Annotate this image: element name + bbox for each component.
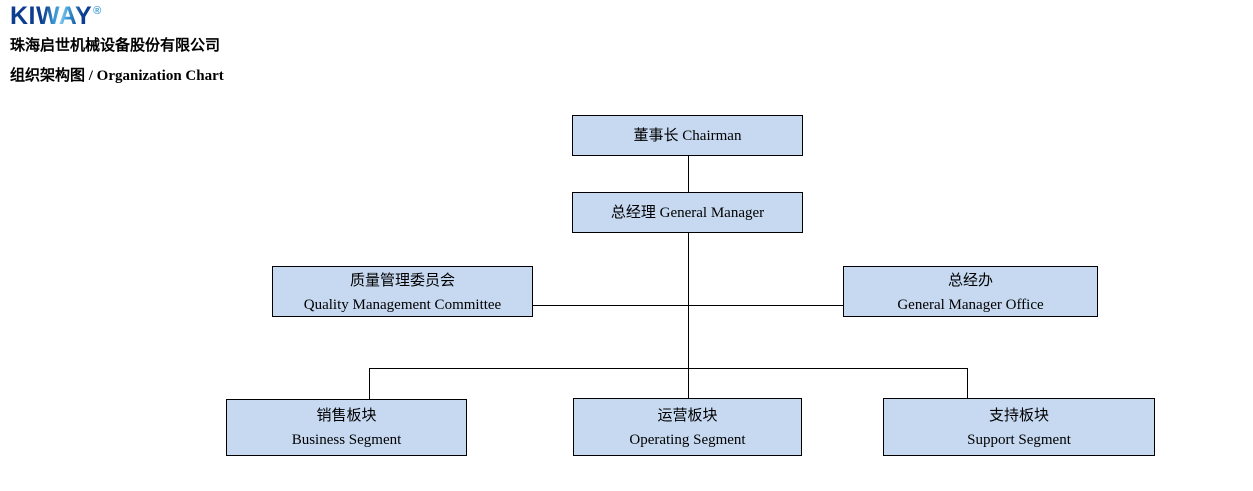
connector-center-spine — [688, 233, 689, 398]
node-quality-committee-label-en: Quality Management Committee — [303, 297, 502, 313]
connector-chairman-to-gm — [688, 156, 689, 192]
connector-bottom-branch — [369, 368, 967, 369]
node-business-segment-label-cn: 销售板块 — [316, 408, 377, 424]
connector-mid-horizontal — [533, 305, 843, 306]
node-gm-office: 总经办 General Manager Office — [843, 266, 1098, 317]
node-support-segment-label-en: Support Segment — [967, 432, 1071, 448]
registered-trademark-icon: ® — [93, 5, 102, 17]
node-general-manager: 总经理 General Manager — [572, 192, 803, 233]
node-support-segment-label-cn: 支持板块 — [988, 408, 1049, 424]
connector-drop-business — [369, 368, 370, 399]
chart-title: 组织架构图 / Organization Chart — [10, 68, 224, 84]
node-general-manager-label: 总经理 General Manager — [610, 204, 765, 221]
node-operating-segment: 运营板块 Operating Segment — [573, 398, 802, 456]
node-gm-office-label-en: General Manager Office — [897, 297, 1044, 313]
node-support-segment: 支持板块 Support Segment — [883, 398, 1155, 456]
node-operating-segment-label-cn: 运营板块 — [657, 408, 718, 424]
node-chairman-label: 董事长 Chairman — [633, 127, 742, 144]
connector-drop-support — [967, 368, 968, 398]
node-business-segment: 销售板块 Business Segment — [226, 399, 467, 456]
node-quality-committee: 质量管理委员会 Quality Management Committee — [272, 266, 533, 317]
node-gm-office-label-cn: 总经办 — [947, 273, 993, 289]
company-name: 珠海启世机械设备股份有限公司 — [10, 37, 221, 54]
node-operating-segment-label-en: Operating Segment — [629, 432, 746, 448]
logo-text: KIWAY — [10, 2, 93, 30]
node-quality-committee-label-cn: 质量管理委员会 — [349, 273, 455, 289]
node-chairman: 董事长 Chairman — [572, 115, 803, 156]
kiway-logo: KIWAY® — [10, 2, 101, 31]
node-business-segment-label-en: Business Segment — [291, 432, 402, 448]
